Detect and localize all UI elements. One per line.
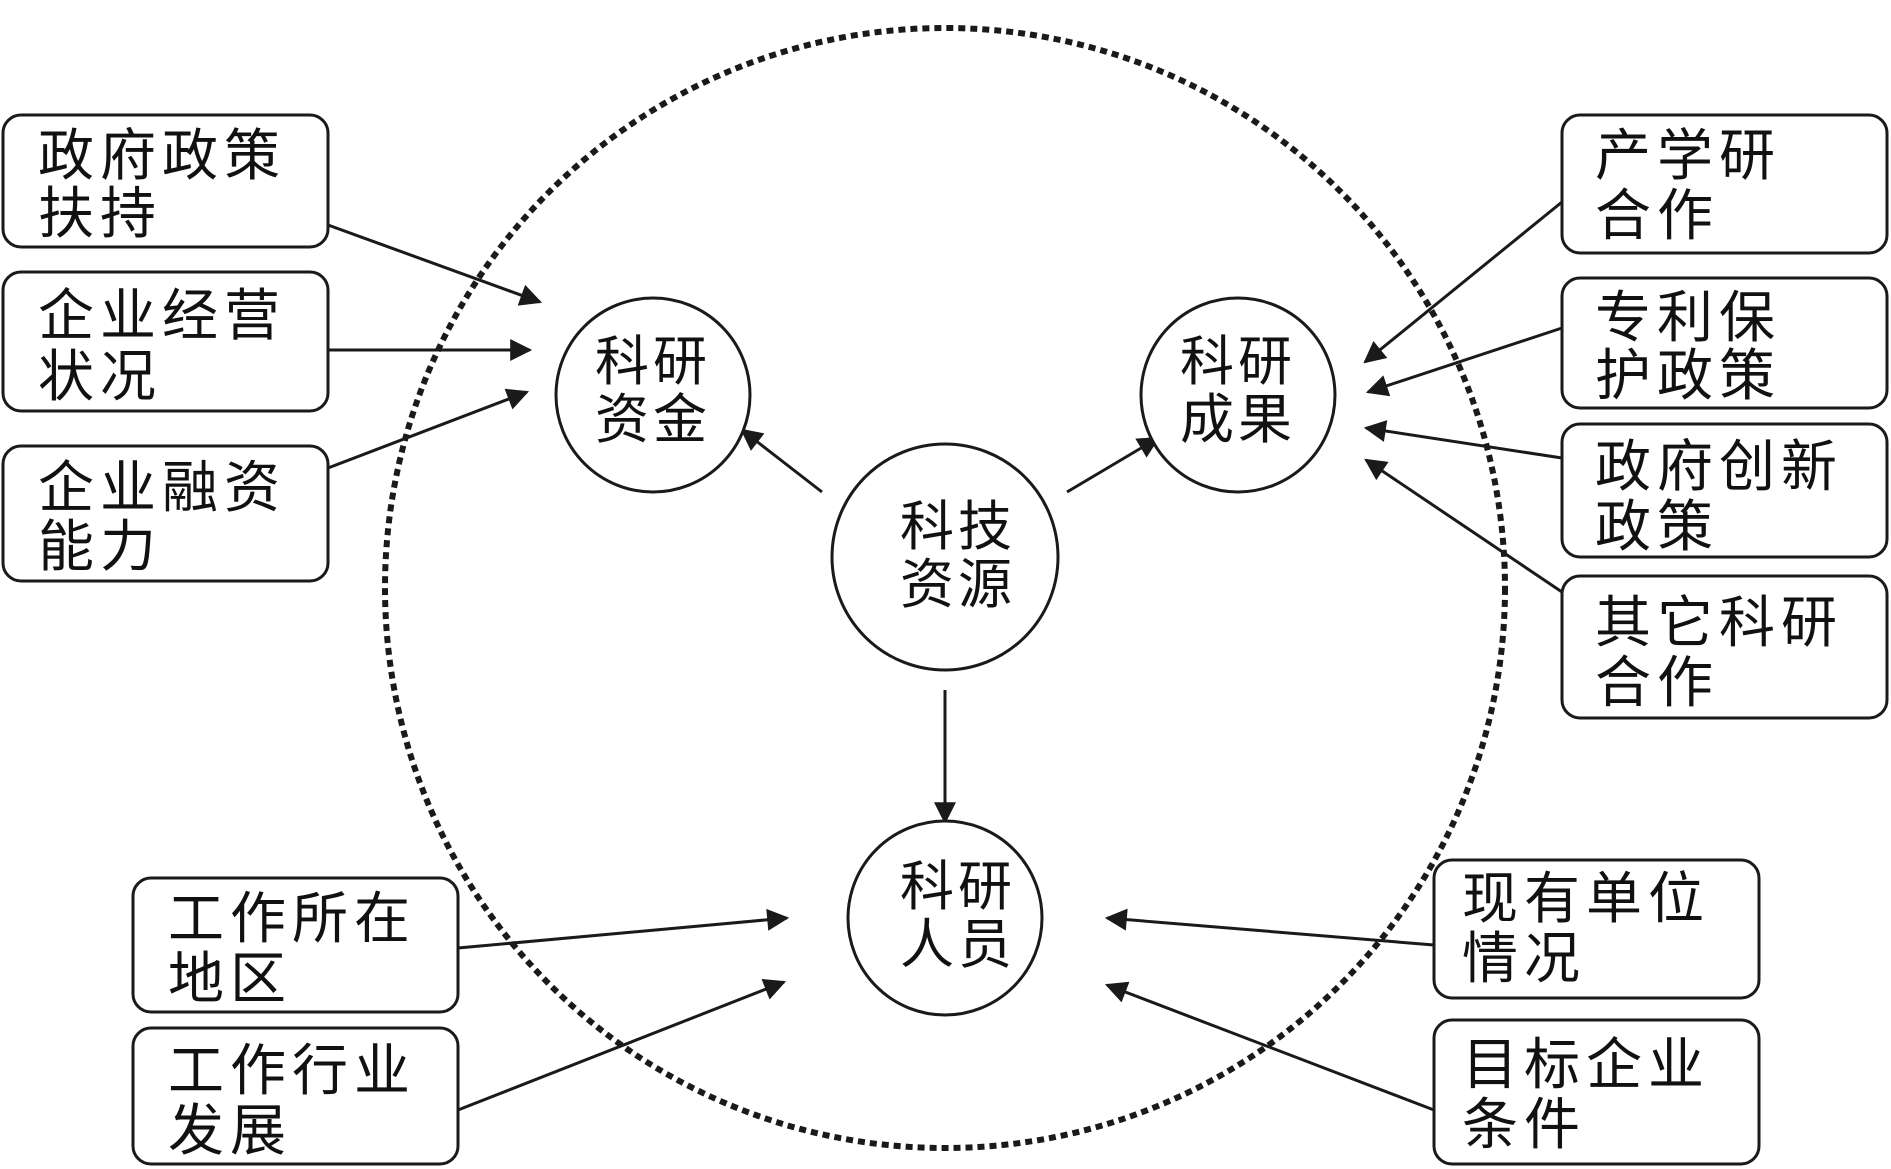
innovation-line1: 政府创新	[1595, 435, 1843, 500]
factor-iur-coop: 产学研 合作	[1560, 113, 1889, 255]
other-coop-line2: 合作	[1595, 651, 1719, 716]
arrow-location-to-staff	[457, 908, 790, 950]
business-status-line2: 状况	[38, 345, 162, 410]
arrow-target-to-staff	[1104, 981, 1435, 1112]
arrow-patent-to-results	[1365, 326, 1563, 397]
location-line1: 工作所在	[168, 887, 416, 952]
arrow-center-to-results	[1066, 436, 1160, 494]
node-staff: 科研 人员	[846, 819, 1044, 1017]
results-line1: 科研	[1180, 330, 1296, 393]
other-coop-line1: 其它科研	[1595, 591, 1843, 656]
factor-current-unit: 现有单位 情况	[1432, 858, 1761, 1000]
arrow-unit-to-staff	[1104, 908, 1435, 947]
iur-line1: 产学研	[1595, 124, 1781, 189]
funds-line2: 资金	[595, 388, 711, 451]
factor-gov-innovation: 政府创新 政策	[1560, 422, 1889, 560]
industry-line1: 工作行业	[168, 1039, 416, 1104]
arrow-financing-to-funds	[327, 388, 530, 470]
factor-industry-dev: 工作行业 发展	[131, 1026, 460, 1166]
factor-financing-ability: 企业融资 能力	[1, 444, 330, 583]
target-line1: 目标企业	[1462, 1033, 1710, 1098]
factor-target-company: 目标企业 条件	[1432, 1018, 1761, 1166]
factor-gov-policy: 政府政策 扶持	[1, 113, 330, 249]
gov-policy-line1: 政府政策	[38, 124, 286, 189]
factor-other-coop: 其它科研 合作	[1560, 574, 1889, 720]
arrow-gov-policy-to-funds	[327, 223, 543, 306]
center-line1: 科技	[900, 495, 1016, 558]
factor-work-location: 工作所在 地区	[131, 876, 460, 1014]
funds-line1: 科研	[595, 330, 711, 393]
innovation-line2: 政策	[1595, 495, 1719, 560]
unit-line2: 情况	[1462, 927, 1586, 992]
target-line2: 条件	[1462, 1093, 1586, 1158]
staff-line1: 科研	[900, 855, 1016, 918]
industry-line2: 发展	[168, 1099, 292, 1164]
financing-line2: 能力	[38, 515, 162, 580]
location-line2: 地区	[168, 947, 292, 1012]
staff-line2: 人员	[900, 913, 1016, 976]
boundary-circle	[382, 25, 1508, 1151]
unit-line1: 现有单位	[1462, 867, 1710, 932]
results-line2: 成果	[1180, 388, 1296, 451]
center-line2: 资源	[900, 553, 1016, 616]
arrow-industry-to-staff	[457, 978, 787, 1112]
node-results: 科研 成果	[1139, 296, 1337, 494]
business-status-line1: 企业经营	[38, 284, 286, 349]
financing-line1: 企业融资	[38, 456, 286, 521]
node-funds: 科研 资金	[554, 296, 752, 494]
factor-patent-policy: 专利保 护政策	[1560, 276, 1889, 410]
arrow-innovation-to-results	[1363, 420, 1563, 460]
arrow-iur-to-results	[1363, 200, 1563, 364]
arrow-other-coop-to-results	[1364, 458, 1563, 594]
iur-line2: 合作	[1595, 184, 1719, 249]
patent-line1: 专利保	[1595, 286, 1781, 351]
arrow-center-to-funds	[740, 428, 823, 494]
gov-policy-line2: 扶持	[38, 182, 162, 247]
patent-line2: 护政策	[1595, 344, 1781, 409]
factor-business-status: 企业经营 状况	[1, 270, 330, 413]
node-center: 科技 资源	[830, 442, 1060, 672]
